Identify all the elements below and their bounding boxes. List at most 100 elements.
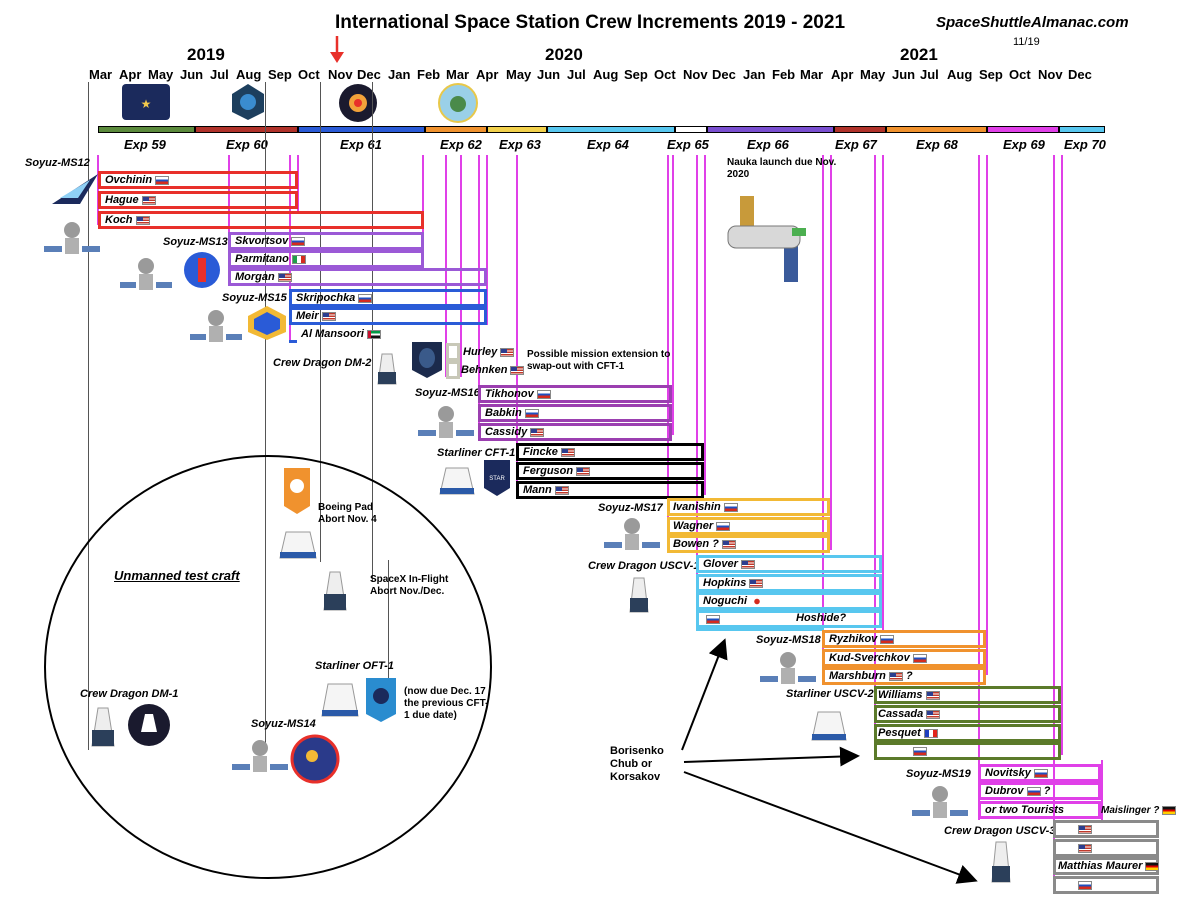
uncertain-mark: ?	[1043, 785, 1051, 797]
month-label: Nov	[683, 67, 708, 82]
exp61-bar	[298, 126, 425, 133]
usa-flag-icon	[1078, 824, 1092, 834]
crew-name: Matthias Maurer	[1058, 860, 1143, 872]
ms17-crew-row	[667, 517, 830, 535]
exp-label: Exp 64	[587, 137, 629, 152]
ms15-crew-row	[289, 307, 487, 325]
exp-label: Exp 61	[340, 137, 382, 152]
month-label: Dec	[712, 67, 736, 82]
month-label: Apr	[831, 67, 854, 82]
crew-mann: Mann	[523, 484, 569, 497]
crew-bowen: Bowen ?	[673, 538, 736, 551]
ms17-label: Soyuz-MS17	[598, 502, 663, 514]
crew-russian-tbd	[1075, 879, 1092, 892]
exp-label: Exp 63	[499, 137, 541, 152]
soyuz-icon	[760, 652, 816, 684]
exp60-patch-icon	[232, 84, 264, 120]
russia-flag-icon	[716, 521, 731, 531]
month-label: Sep	[979, 67, 1003, 82]
month-label: May	[860, 67, 886, 82]
crew-name: Meir	[296, 310, 319, 322]
crew-name: Maislinger ?	[1101, 805, 1160, 816]
usa-flag-icon	[321, 311, 336, 321]
starliner-icon	[321, 683, 359, 717]
uscv2-crew-row	[874, 705, 1061, 723]
crew-ryzhikov: Ryzhikov	[829, 633, 895, 646]
cft1-label: Starliner CFT-1	[437, 447, 516, 459]
crew-al-mansoori: Al Mansoori	[301, 328, 381, 341]
ms18-label: Soyuz-MS18	[756, 634, 821, 646]
crew-name: Pesquet	[878, 727, 921, 739]
month-label: Jun	[537, 67, 561, 82]
nauka-module-icon	[727, 196, 806, 282]
exp59-bar	[98, 126, 195, 133]
russia-flag-icon	[913, 746, 927, 756]
marker-line	[874, 155, 876, 755]
crew-glover: Glover	[703, 558, 755, 571]
crew-russian-tbd	[910, 745, 927, 758]
crew-cassidy: Cassidy	[485, 426, 545, 439]
soyuz-icon	[912, 786, 968, 818]
soyuz-icon	[604, 518, 660, 550]
crew-name: Behnken	[461, 364, 508, 376]
marker-line	[978, 155, 980, 820]
crew-name: Williams	[878, 689, 923, 701]
uscv2-crew-row	[874, 742, 1061, 760]
month-label: Feb	[772, 67, 796, 82]
ms16-crew-row	[478, 423, 672, 441]
marker-line	[704, 155, 706, 495]
crew-koch: Koch	[105, 214, 150, 227]
marker-line	[486, 155, 488, 325]
marker-line	[830, 155, 832, 550]
crew-name: Bowen ?	[673, 538, 719, 550]
russia-flag-icon	[706, 614, 720, 624]
ms16-label: Soyuz-MS16	[415, 387, 480, 399]
month-label: Mar	[446, 67, 470, 82]
ms12-crew-row	[98, 191, 298, 209]
exp63-bar	[487, 126, 547, 133]
ms12-patch-icon	[52, 174, 98, 204]
crew-tourists: or two Tourists	[985, 804, 1065, 816]
cft1-crew-row	[516, 443, 704, 461]
crew-noguchi: Noguchi	[703, 595, 764, 608]
crew-name: Dubrov	[985, 785, 1024, 797]
russia-flag-icon	[536, 389, 551, 399]
ms15-short-bar	[289, 340, 297, 343]
month-label: Nov	[328, 67, 353, 82]
crew-ferguson: Ferguson	[523, 465, 591, 478]
russia-flag-icon	[880, 634, 895, 644]
exp60-bar	[195, 126, 298, 133]
crew-parmitano: Parmitano	[235, 253, 306, 266]
cft1-crew-row	[516, 481, 704, 499]
oft1-label: Starliner OFT-1	[315, 660, 394, 672]
crew-name: Skvortsov	[235, 235, 289, 247]
ms17-crew-row	[667, 498, 830, 516]
marker-line	[882, 155, 884, 630]
marker-line	[667, 155, 669, 550]
month-gridline	[265, 82, 266, 750]
ms15-patch-icon	[248, 306, 286, 340]
usa-flag-icon	[926, 709, 941, 719]
boeing-pad-abort-note: Boeing Pad Abort Nov. 4	[318, 502, 377, 525]
crew-dubrov: Dubrov ?	[985, 785, 1050, 798]
crew-fincke: Fincke	[523, 446, 575, 459]
crew-name: Kud-Sverchkov	[829, 652, 910, 664]
marker-line	[478, 155, 480, 440]
crew-name: Ovchinin	[105, 174, 153, 186]
usa-flag-icon	[740, 559, 755, 569]
month-label: Jun	[180, 67, 204, 82]
dm1-label: Crew Dragon DM-1	[80, 688, 179, 700]
uscv1-label: Crew Dragon USCV-1	[588, 560, 700, 572]
usa-flag-icon	[500, 347, 515, 357]
month-label: Dec	[1068, 67, 1092, 82]
crew-name: Novitsky	[985, 767, 1031, 779]
crew-skvortsov: Skvortsov	[235, 235, 306, 248]
crew-ovchinin: Ovchinin	[105, 174, 170, 187]
unmanned-heading: Unmanned test craft	[114, 568, 240, 583]
ms13-patch-icon	[184, 252, 220, 288]
exp-label: Exp 59	[124, 137, 166, 152]
marker-line	[672, 155, 674, 435]
usa-flag-icon	[721, 539, 736, 549]
exp59-patch-icon: ★	[122, 84, 170, 120]
oft1-patch-icon	[366, 678, 396, 722]
